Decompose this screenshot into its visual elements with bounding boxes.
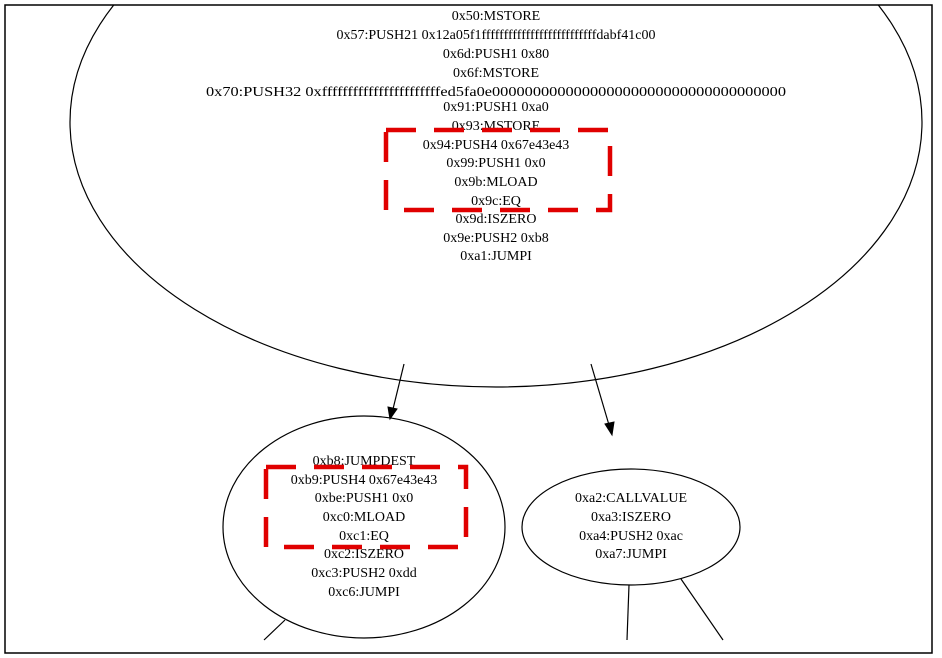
node-left-line: 0xc6:JUMPI [328,585,400,600]
edge-right-out-2 [680,578,724,641]
node-top [69,5,923,388]
diagram-frame [4,4,933,654]
node-left-line: 0xbe:PUSH1 0x0 [315,491,413,506]
node-right-line: 0xa3:ISZERO [591,510,671,525]
highlight-box-left [263,464,469,550]
node-right-line: 0xa2:CALLVALUE [575,491,687,506]
node-top-line: 0x9d:ISZERO [456,212,537,227]
node-left-line: 0xc0:MLOAD [323,510,405,525]
node-left-line: 0xc2:ISZERO [324,547,404,562]
node-top-line: 0x50:MSTORE [452,9,540,24]
node-top-line: 0x9c:EQ [471,194,521,209]
node-left-line: 0xc3:PUSH2 0xdd [311,566,416,581]
node-top-line: 0x6d:PUSH1 0x80 [443,47,549,62]
edge-top-to-right-arrow [604,421,615,437]
node-left-line: 0xb9:PUSH4 0x67e43e43 [291,473,438,488]
node-top-line: 0x99:PUSH1 0x0 [446,156,545,171]
node-right-line: 0xa7:JUMPI [595,547,667,562]
highlight-box-top [383,127,613,213]
node-top-line: 0x9b:MLOAD [454,175,537,190]
node-left [222,415,506,639]
node-right-text: 0xa2:CALLVALUE 0xa3:ISZERO 0xa4:PUSH2 0x… [575,491,687,562]
edge-top-to-left [392,363,405,410]
node-right-line: 0xa4:PUSH2 0xac [579,529,683,544]
node-top-text: 0x50:MSTORE 0x57:PUSH21 0x12a05f1fffffff… [206,9,786,264]
node-top-line: 0x91:PUSH1 0xa0 [443,100,548,115]
node-top-line: 0x6f:MSTORE [453,66,539,81]
node-top-line: 0x94:PUSH4 0x67e43e43 [423,138,570,153]
edge-left-out [263,619,286,641]
node-top-line: 0x93:MSTORE [452,119,540,134]
edge-right-out-1 [626,584,630,641]
edge-top-to-right [590,363,610,426]
node-left-line: 0xc1:EQ [339,529,389,544]
node-top-line: 0x57:PUSH21 0x12a05f1fffffffffffffffffff… [336,28,655,43]
edge-top-to-left-arrow [387,406,398,421]
node-top-line: 0xa1:JUMPI [460,249,532,264]
node-top-line: 0x70:PUSH32 0xfffffffffffffffffffffffed5… [206,85,786,100]
node-right [521,468,741,586]
node-top-line: 0x9e:PUSH2 0xb8 [443,231,548,246]
